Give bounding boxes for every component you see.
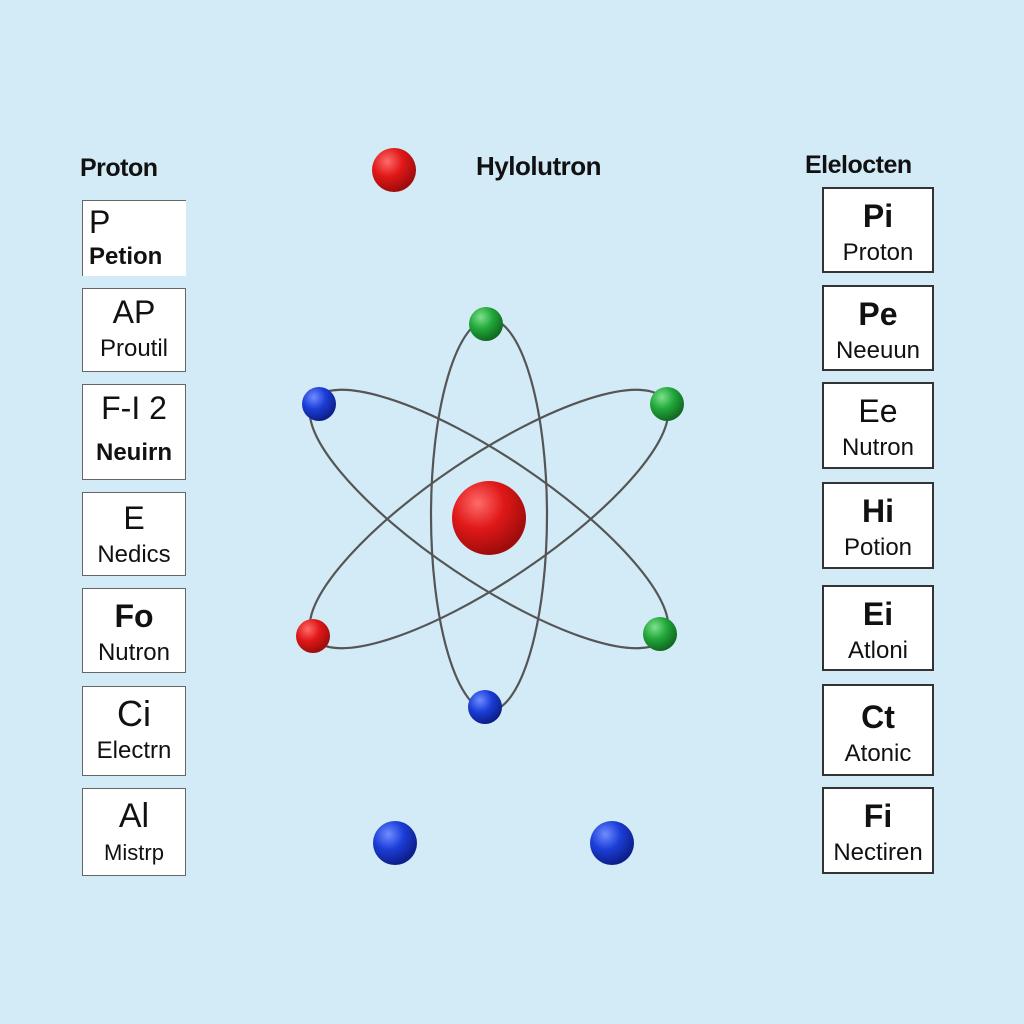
- element-card: AP Proutil: [82, 288, 186, 372]
- element-name: Nutron: [97, 639, 171, 666]
- left-column-title: Proton: [80, 154, 158, 182]
- right-column-title: Elelocten: [805, 151, 912, 179]
- element-name: Atonic: [844, 740, 912, 767]
- element-symbol: Al: [118, 797, 150, 835]
- element-symbol: Ci: [117, 693, 151, 734]
- element-name: Nectiren: [833, 839, 923, 866]
- element-card: Ci Electrn: [82, 686, 186, 776]
- element-symbol: Pe: [858, 296, 898, 332]
- electron-green: [469, 307, 503, 341]
- element-card: Ee Nutron: [822, 382, 934, 469]
- element-symbol: Pi: [862, 198, 894, 234]
- element-card: E Nedics: [82, 492, 186, 576]
- element-card: Fo Nutron: [82, 588, 186, 673]
- element-card: Pe Neeuun: [822, 285, 934, 371]
- element-symbol: AP: [112, 294, 156, 330]
- element-symbol: Ei: [862, 596, 894, 632]
- element-symbol: F-I 2: [101, 390, 167, 426]
- element-card: F-I 2 Neuirn: [82, 384, 186, 480]
- element-name: Atloni: [847, 637, 909, 664]
- element-card: Hi Potion: [822, 482, 934, 569]
- element-card: Ct Atonic: [822, 684, 934, 776]
- element-card: Pi Proton: [822, 187, 934, 273]
- element-name: Potion: [843, 534, 913, 561]
- proton-ball: [372, 148, 416, 192]
- element-symbol: P: [89, 204, 111, 240]
- element-symbol: Hi: [862, 493, 894, 529]
- element-name: Electrn: [96, 737, 172, 764]
- element-name: Nedics: [97, 541, 171, 568]
- element-name: Neeuun: [835, 337, 921, 364]
- electron-red: [296, 619, 330, 653]
- element-name: Petion: [89, 243, 163, 270]
- electron-blue: [468, 690, 502, 724]
- electron-green: [643, 617, 677, 651]
- center-title: Hylolutron: [476, 151, 602, 181]
- electron-blue: [302, 387, 336, 421]
- nucleus: [452, 481, 526, 555]
- electron-ball: [373, 821, 417, 865]
- element-card: Ei Atloni: [822, 585, 934, 671]
- element-symbol: Ee: [858, 393, 898, 429]
- element-card: Fi Nectiren: [822, 787, 934, 874]
- element-name: Proutil: [99, 335, 169, 362]
- electron-green: [650, 387, 684, 421]
- electron-ball: [590, 821, 634, 865]
- element-symbol: Ct: [861, 699, 895, 735]
- element-symbol: Fi: [863, 798, 893, 834]
- element-symbol: E: [123, 500, 145, 536]
- element-card: Al Mistrp: [82, 788, 186, 876]
- element-name: Mistrp: [104, 840, 164, 865]
- element-card: P Petion: [82, 200, 186, 276]
- element-name: Nutron: [841, 434, 915, 461]
- element-name: Proton: [842, 239, 914, 266]
- element-symbol: Fo: [114, 598, 154, 634]
- element-name: Neuirn: [95, 439, 172, 466]
